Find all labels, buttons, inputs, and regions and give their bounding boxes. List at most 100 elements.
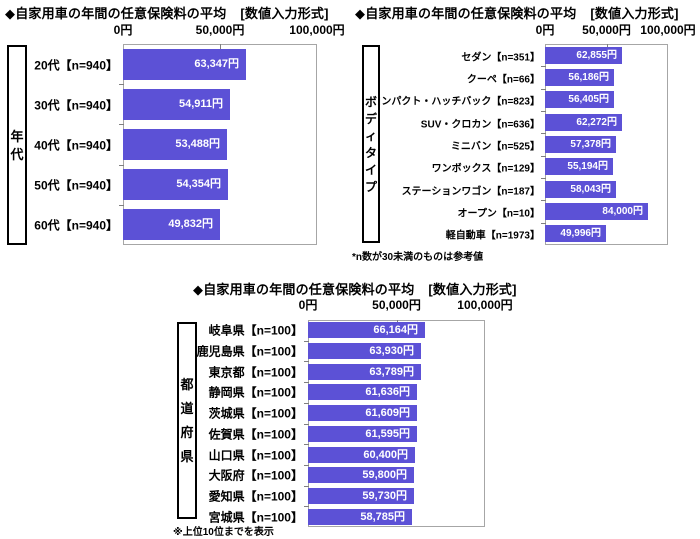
- bar-value-label: 49,832円: [168, 218, 213, 230]
- bar: 61,636円: [308, 384, 417, 400]
- category-label: ワンボックス【n=129】: [431, 163, 540, 174]
- bar: 49,832円: [123, 209, 220, 240]
- x-axis-tick-label: 0円: [298, 298, 318, 312]
- bar: 59,730円: [308, 488, 414, 504]
- category-tick-mark: [304, 403, 309, 404]
- group-label-char: 年: [10, 128, 24, 144]
- group-label-char: イ: [364, 162, 377, 177]
- category-tick-mark: [541, 178, 546, 179]
- value-axis-tick-mark: [606, 44, 608, 49]
- chart-title: ◆自家用車の年間の任意保険料の平均: [193, 282, 415, 297]
- chart-title-row: ◆自家用車の年間の任意保険料の平均 [数値入力形式]: [193, 279, 517, 298]
- category-label: クーペ【n=66】: [466, 74, 540, 85]
- bar-value-label: 62,272円: [576, 117, 617, 128]
- category-tick-mark: [304, 506, 309, 507]
- bar-value-label: 57,378円: [570, 139, 611, 150]
- bar: 61,595円: [308, 426, 417, 442]
- category-tick-mark: [304, 361, 309, 362]
- bar: 49,996円: [545, 225, 606, 242]
- x-axis-tick-label: 50,000円: [195, 23, 245, 37]
- bar-value-label: 84,000円: [602, 206, 643, 217]
- chart-footnote: ※上位10位までを表示: [173, 527, 274, 538]
- bar: 84,000円: [545, 203, 648, 220]
- bar: 55,194円: [545, 158, 613, 175]
- category-tick-mark: [541, 89, 546, 90]
- group-label-char: タ: [364, 145, 377, 160]
- bar: 60,400円: [308, 447, 415, 463]
- bar-value-label: 63,930円: [369, 345, 414, 357]
- group-label-char: プ: [364, 179, 377, 194]
- group-label-box: 都道府県: [177, 322, 197, 519]
- x-axis-tick-label: 50,000円: [582, 23, 631, 37]
- bar: 59,800円: [308, 467, 414, 483]
- category-tick-mark: [541, 223, 546, 224]
- bar: 66,164円: [308, 322, 425, 338]
- category-label: 60代【n=940】: [34, 218, 118, 232]
- category-label: SUV・クロカン【n=636】: [420, 119, 540, 130]
- category-tick-mark: [541, 133, 546, 134]
- chart-format-note: [数値入力形式]: [590, 6, 679, 21]
- group-label-char: 府: [180, 425, 194, 440]
- bar-value-label: 63,347円: [194, 58, 239, 70]
- bar-value-label: 61,636円: [365, 386, 410, 398]
- category-label: 佐賀県【n=100】: [208, 427, 303, 442]
- chart-body-type: ◆自家用車の年間の任意保険料の平均 [数値入力形式] *n数が30未満のものは参…: [350, 0, 700, 272]
- chart-format-note: [数値入力形式]: [428, 282, 517, 297]
- category-label: 茨城県【n=100】: [208, 406, 303, 421]
- bar-value-label: 56,405円: [568, 94, 609, 105]
- bar: 57,378円: [545, 136, 616, 153]
- category-label: 20代【n=940】: [34, 58, 118, 72]
- category-label: 軽自動車【n=1973】: [445, 230, 540, 241]
- category-label: コンパクト・ハッチバック【n=823】: [371, 96, 540, 107]
- group-label-char: 代: [10, 146, 24, 162]
- bar: 61,609円: [308, 405, 417, 421]
- category-label: 50代【n=940】: [34, 178, 118, 192]
- bar-value-label: 62,855円: [576, 50, 617, 61]
- category-label: 愛知県【n=100】: [208, 489, 303, 504]
- category-tick-mark: [304, 486, 309, 487]
- category-tick-mark: [304, 382, 309, 383]
- category-tick-mark: [304, 424, 309, 425]
- bar: 63,789円: [308, 364, 421, 380]
- category-tick-mark: [541, 200, 546, 201]
- x-axis-tick-label: 0円: [113, 23, 133, 37]
- category-tick-mark: [119, 205, 124, 206]
- bar-value-label: 66,164円: [373, 324, 418, 336]
- category-label: オープン【n=10】: [457, 208, 540, 219]
- chart-title: ◆自家用車の年間の任意保険料の平均: [5, 6, 227, 21]
- bar-value-label: 55,194円: [567, 161, 608, 172]
- bar-value-label: 63,789円: [369, 366, 414, 378]
- group-label-char: デ: [364, 111, 377, 126]
- bar: 53,488円: [123, 129, 227, 160]
- category-tick-mark: [119, 124, 124, 125]
- category-label: 40代【n=940】: [34, 138, 118, 152]
- x-axis-tick-label: 100,000円: [640, 23, 696, 37]
- group-label-box: 年代: [7, 45, 27, 245]
- bar-value-label: 58,043円: [570, 184, 611, 195]
- bar-value-label: 58,785円: [360, 511, 405, 523]
- group-label-char: 道: [180, 401, 194, 416]
- bar-value-label: 56,186円: [568, 72, 609, 83]
- category-label: ステーションワゴン【n=187】: [401, 186, 540, 197]
- bar: 62,855円: [545, 47, 622, 64]
- bar-value-label: 59,730円: [362, 490, 407, 502]
- category-tick-mark: [304, 465, 309, 466]
- x-axis-tick-label: 50,000円: [372, 298, 421, 312]
- bar: 58,043円: [545, 181, 616, 198]
- category-label: 30代【n=940】: [34, 98, 118, 112]
- x-axis-tick-label: 0円: [535, 23, 555, 37]
- x-axis-tick-label: 100,000円: [289, 23, 345, 37]
- bar: 58,785円: [308, 509, 412, 525]
- chart-title-row: ◆自家用車の年間の任意保険料の平均 [数値入力形式]: [355, 3, 679, 22]
- category-tick-mark: [119, 165, 124, 166]
- bar: 56,405円: [545, 91, 614, 108]
- category-label: 東京都【n=100】: [208, 365, 303, 380]
- category-label: 大阪府【n=100】: [208, 468, 303, 483]
- category-label: ミニバン【n=525】: [450, 141, 540, 152]
- value-axis-tick-mark: [220, 44, 221, 49]
- bar-value-label: 61,595円: [365, 428, 410, 440]
- bar-value-label: 60,400円: [363, 449, 408, 461]
- bar-value-label: 59,800円: [362, 469, 407, 481]
